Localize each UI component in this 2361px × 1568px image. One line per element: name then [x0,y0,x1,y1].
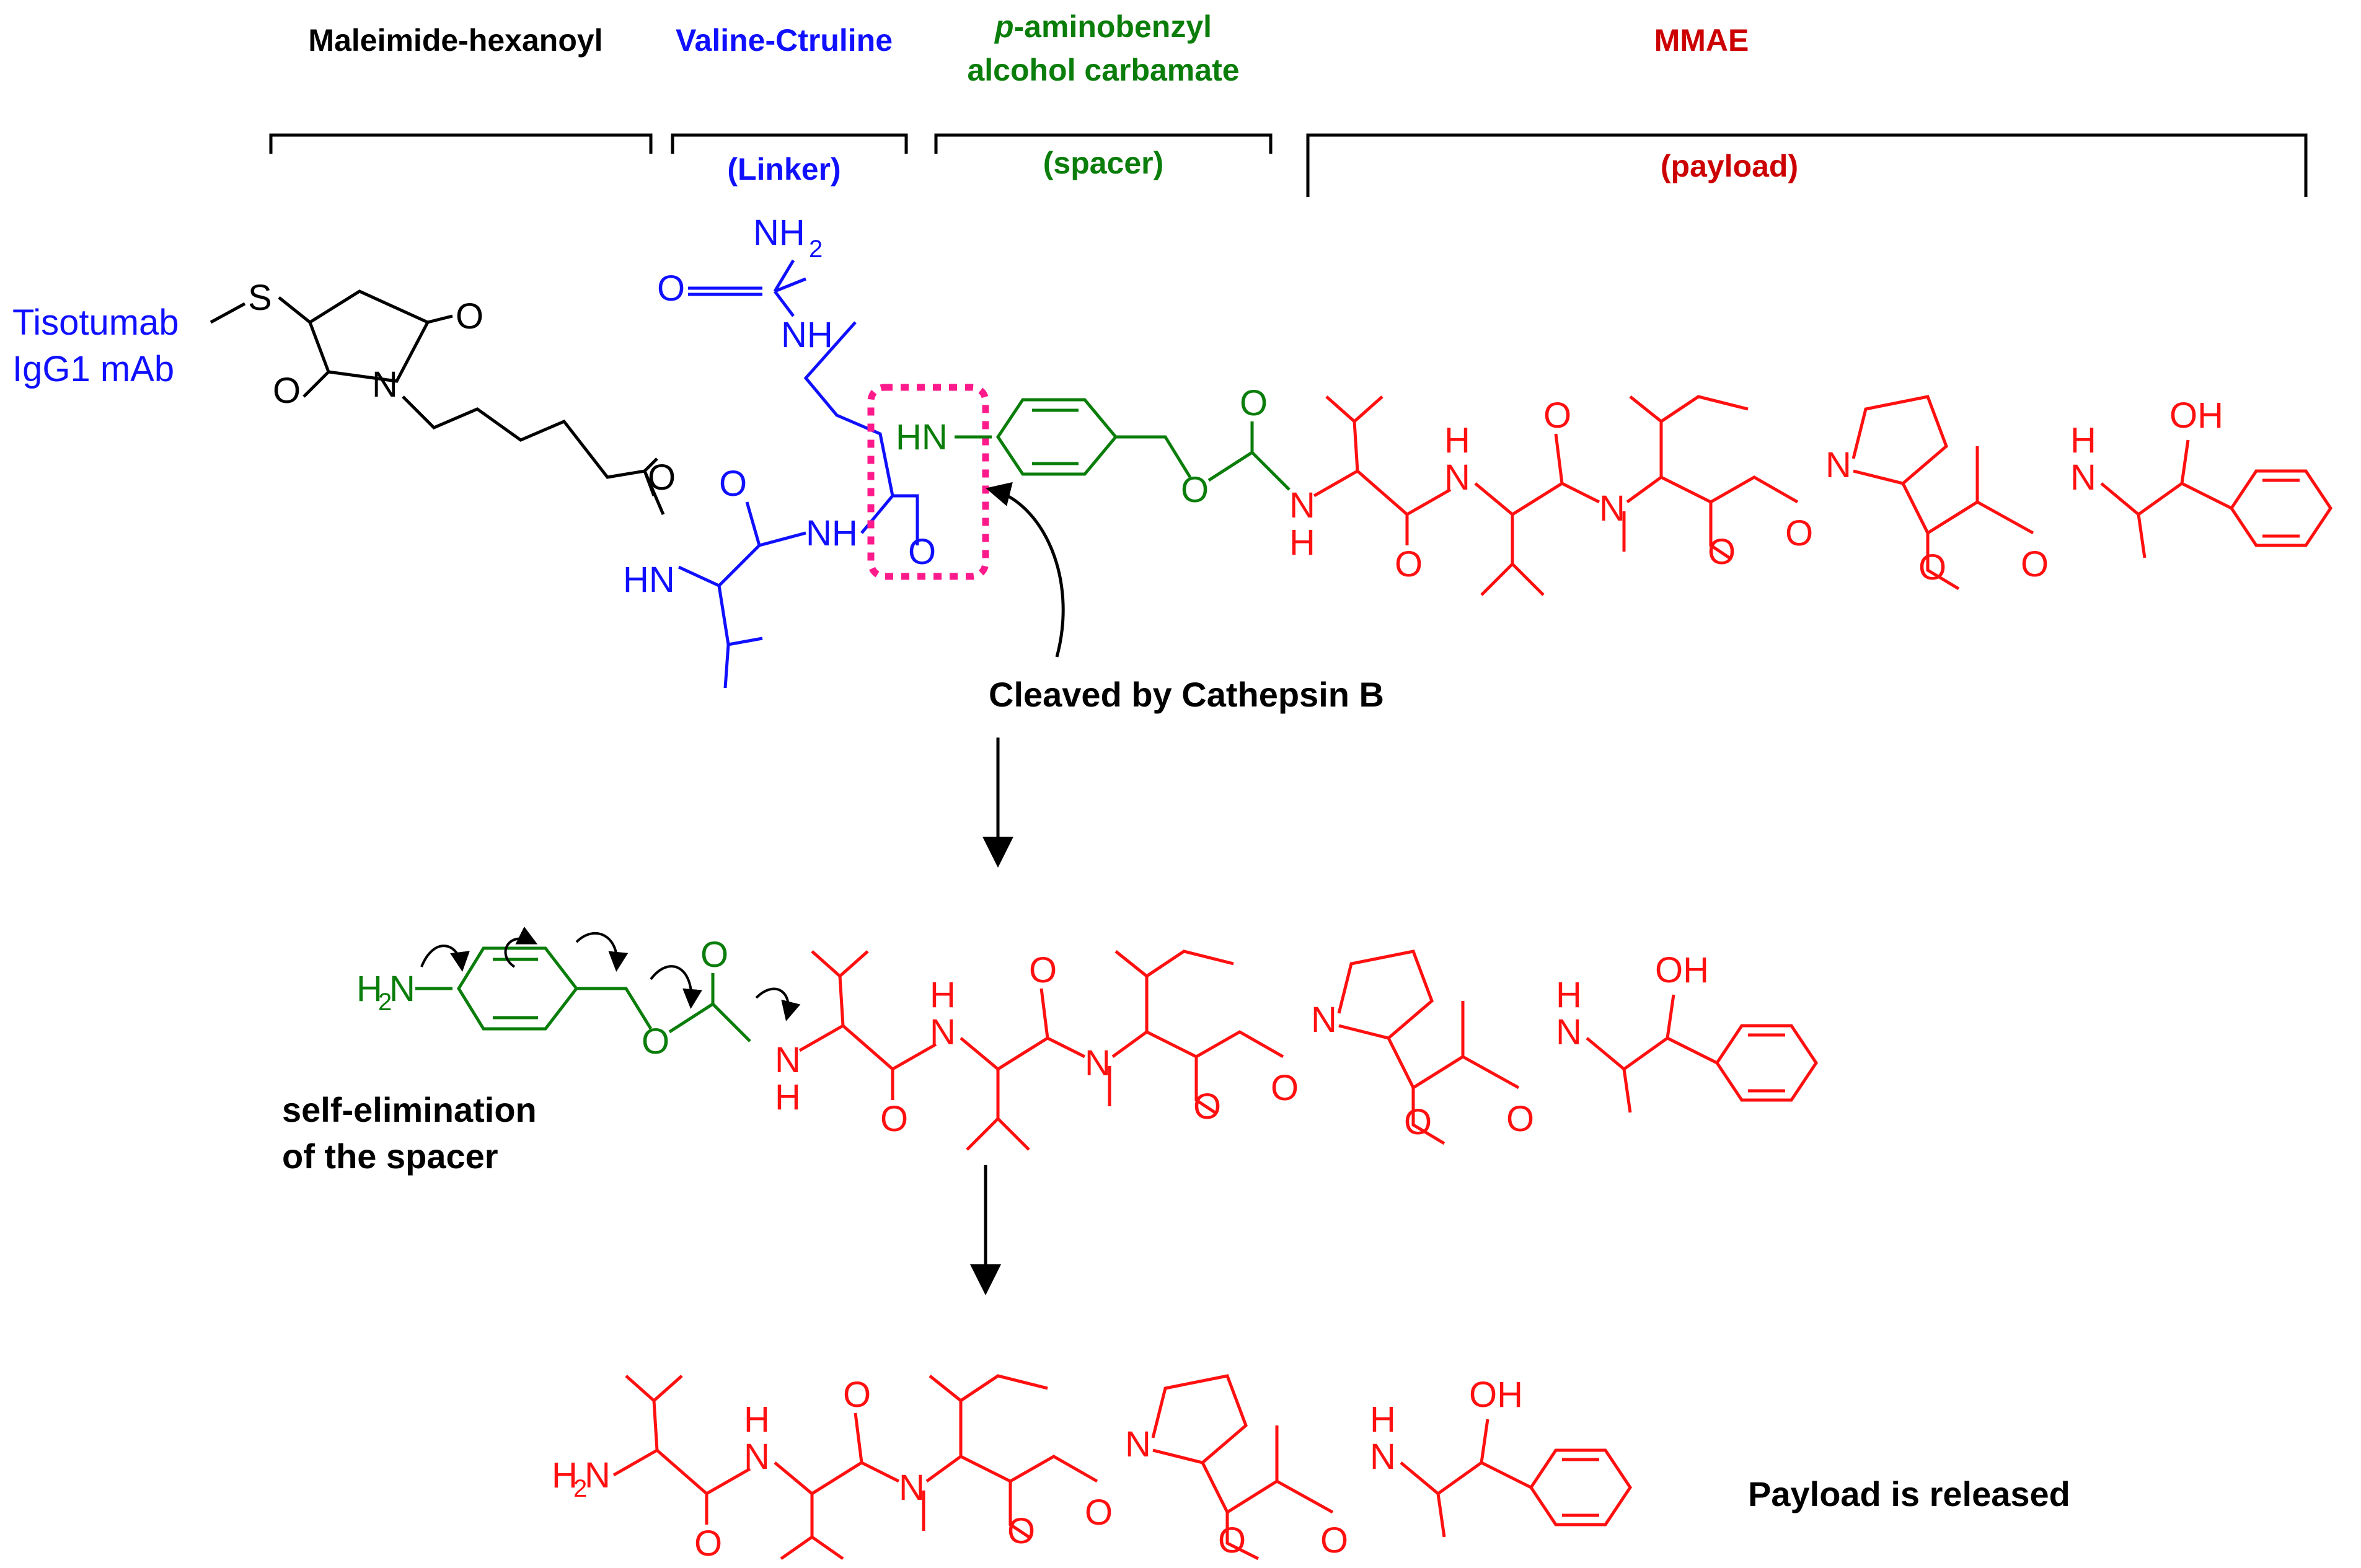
svg-text:N: N [1556,1012,1582,1052]
bracket-payload [1306,133,2308,197]
svg-text:O: O [642,1021,669,1062]
svg-text:H: H [930,975,956,1015]
svg-text:HN: HN [896,417,948,457]
svg-text:O: O [908,532,936,572]
svg-text:N: N [372,364,398,405]
svg-text:O: O [456,296,483,337]
svg-text:H: H [1370,1399,1396,1440]
pabc-spacer: HN O O [896,383,1291,510]
header-spacer-line2: alcohol carbamate [967,53,1239,87]
role-spacer: (spacer) [1043,146,1164,180]
svg-text:O: O [719,464,747,504]
svg-text:OH: OH [1655,950,1709,990]
svg-text:NH: NH [753,213,805,253]
bracket-maleimide [269,133,653,154]
svg-text:O: O [1395,544,1423,584]
svg-text:H: H [552,1455,578,1495]
svg-text:H: H [744,1399,770,1440]
svg-text:N: N [1825,445,1851,485]
svg-text:O: O [1708,532,1736,572]
svg-text:N: N [744,1437,770,1477]
svg-text:O: O [1193,1086,1221,1127]
note-released: Payload is released [1748,1474,2070,1513]
svg-text:H: H [356,969,382,1009]
svg-text:N: N [389,969,415,1009]
svg-text:H: H [1444,420,1470,460]
svg-text:O: O [1007,1511,1035,1551]
svg-text:N: N [1444,457,1470,498]
svg-text:O: O [1271,1068,1299,1108]
svg-text:O: O [1543,395,1571,436]
svg-text:O: O [880,1099,908,1139]
svg-text:H: H [1556,975,1582,1015]
svg-text:O: O [657,268,685,309]
svg-text:O: O [1404,1102,1432,1142]
header-maleimide: Maleimide-hexanoyl [308,23,602,58]
svg-text:2: 2 [573,1475,587,1502]
svg-text:N: N [2070,457,2096,498]
header-payload: MMAE [1654,23,1749,58]
svg-text:O: O [1320,1520,1348,1561]
svg-text:O: O [1918,547,1946,588]
svg-text:O: O [700,935,728,975]
antibody-label-line1: Tisotumab [12,302,179,343]
bracket-spacer [934,133,1273,154]
svg-text:O: O [1218,1520,1246,1561]
svg-text:N: N [1599,488,1625,529]
svg-text:O: O [1240,383,1268,423]
svg-text:N: N [585,1455,611,1495]
svg-text:NH: NH [781,315,833,355]
note-self-elim-2: of the spacer [282,1137,498,1176]
svg-text:N: N [1085,1043,1111,1083]
svg-text:H: H [1289,522,1315,563]
svg-text:N: N [1125,1424,1151,1464]
atom-s: S [248,278,272,318]
svg-text:H: H [775,1077,801,1117]
svg-text:O: O [1785,513,1813,553]
svg-text:O: O [273,371,301,411]
svg-text:N: N [899,1468,925,1508]
maleimide-hexanoyl-group: S O O N O [210,278,676,515]
svg-text:NH: NH [806,513,858,553]
svg-text:O: O [1506,1099,1534,1139]
antibody-label-line2: IgG1 mAb [12,349,174,389]
header-linker: Valine-Ctruline [676,23,893,58]
svg-text:O: O [1085,1492,1113,1533]
svg-text:O: O [1029,950,1057,990]
svg-text:N: N [1289,485,1315,526]
svg-text:N: N [930,1012,956,1052]
svg-text:O: O [694,1523,722,1564]
role-linker: (Linker) [727,152,841,187]
cleavage-curved-arrow [986,482,1065,658]
svg-text:2: 2 [809,236,823,263]
svg-text:O: O [843,1375,871,1415]
svg-text:OH: OH [2169,395,2223,436]
svg-text:2: 2 [378,989,392,1016]
mmae-payload-released: H 2 N O N H O N O O N O O N H OH [552,1374,1633,1564]
header-spacer-line1: p-aminobenzyl [994,9,1212,44]
role-payload: (payload) [1661,149,1798,183]
bracket-linker [671,133,908,154]
note-self-elim-1: self-elimination [282,1090,537,1129]
svg-text:O: O [648,457,676,498]
svg-text:O: O [2021,544,2049,584]
svg-text:HN: HN [623,560,675,600]
svg-text:N: N [1311,1000,1337,1040]
note-cleaved: Cleaved by Cathepsin B [989,675,1384,714]
svg-text:O: O [1181,470,1209,510]
pabc-spacer-intermediate: H 2 N O O [356,926,801,1062]
svg-text:OH: OH [1469,1375,1523,1415]
svg-text:N: N [775,1040,801,1080]
svg-text:N: N [1370,1437,1396,1477]
val-cit-linker: HN O NH NH O NH 2 O [623,213,936,689]
mmae-payload-top: N H O N H O N O O N O O N H OH [1289,395,2333,596]
mmae-payload-middle: N H O N H O N O O N O O N H OH [775,949,1819,1151]
svg-text:H: H [2070,420,2096,460]
